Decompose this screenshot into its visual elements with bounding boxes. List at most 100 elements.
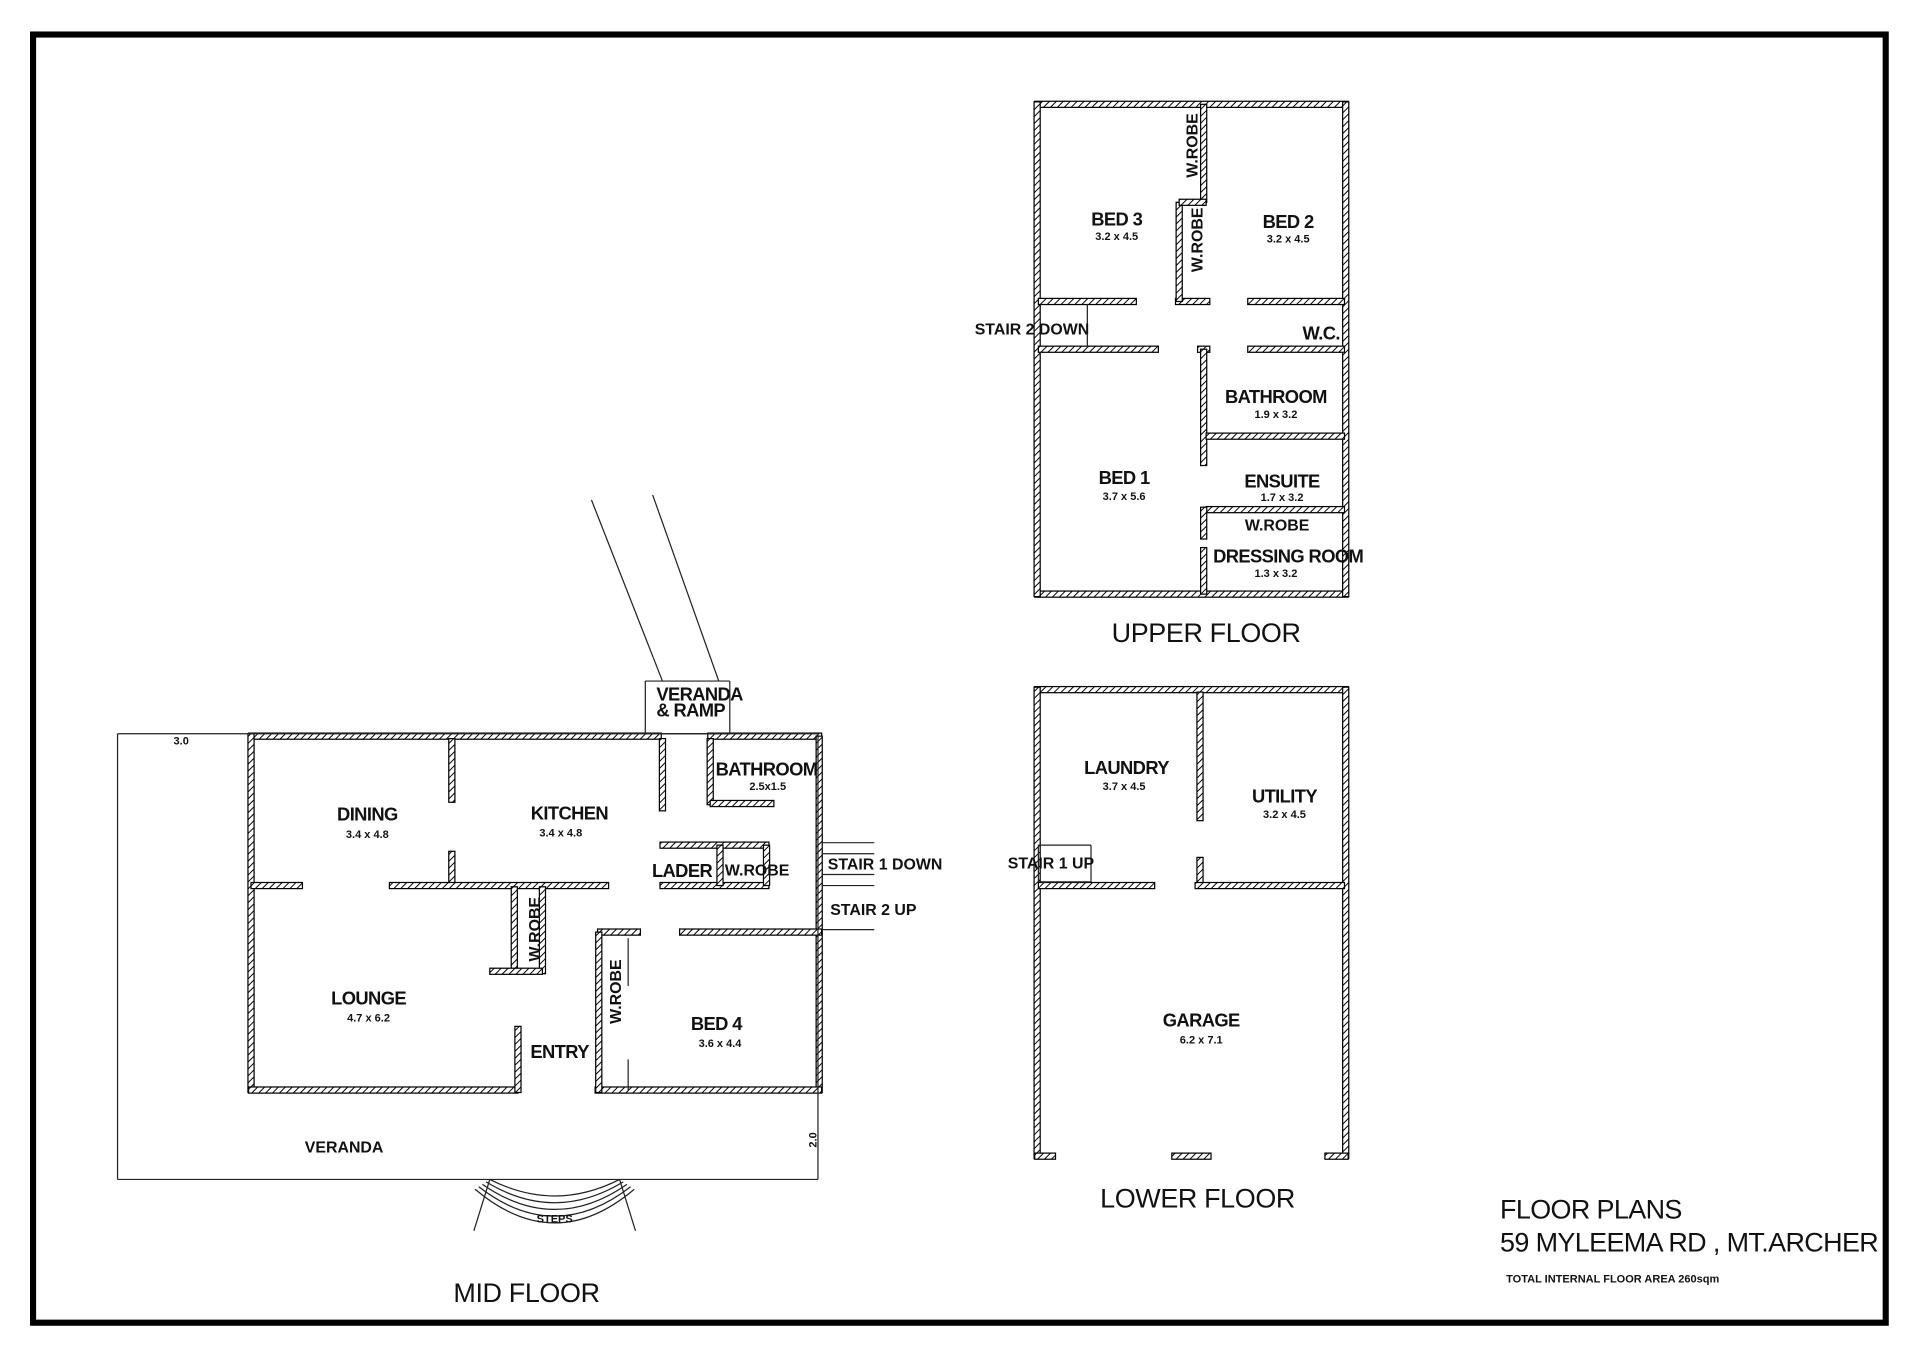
wall (1247, 345, 1346, 353)
room-label: DRESSING ROOM (1213, 545, 1363, 566)
wardrobe-label: W.ROBE (1185, 113, 1202, 178)
wardrobe-label: W.ROBE (608, 959, 625, 1024)
title-block: FLOOR PLANS 59 MYLEEMA RD , MT.ARCHER TO… (1500, 1195, 1879, 1286)
room-dimension: 3.2 x 4.5 (1263, 809, 1306, 821)
wall (716, 844, 724, 887)
room-label: BED 2 (1263, 211, 1314, 232)
wall (510, 886, 518, 975)
stair-label: STAIR 1 UP (1008, 855, 1095, 872)
drawing-line (619, 1179, 637, 1232)
step-arc (489, 1178, 620, 1197)
wall (1033, 686, 1041, 1160)
wall (1196, 856, 1204, 885)
room-dimension: 1.7 x 3.2 (1261, 492, 1304, 504)
step-arc (474, 1188, 635, 1224)
wall (1200, 348, 1208, 467)
wall (514, 1025, 522, 1094)
wall (1034, 590, 1349, 598)
step-arc (485, 1181, 624, 1204)
total-area: TOTAL INTERNAL FLOOR AREA 260sqm (1506, 1273, 1719, 1285)
wall (709, 799, 775, 808)
walls (247, 100, 1350, 1160)
room-label: BED 1 (1099, 467, 1150, 488)
wall (815, 735, 823, 1094)
room-label: LAUNDRY (1084, 757, 1169, 778)
wall (706, 738, 714, 806)
entry-label: ENTRY (530, 1041, 589, 1062)
wall (1175, 201, 1183, 303)
room-dimension: 3.4 x 4.8 (539, 828, 582, 840)
wall (1037, 345, 1159, 353)
wall (659, 841, 770, 849)
floor-title: LOWER FLOOR (1100, 1184, 1295, 1214)
sheet-title: FLOOR PLANS (1500, 1195, 1682, 1225)
wall (1037, 297, 1137, 306)
floor-title: MID FLOOR (453, 1278, 599, 1308)
wardrobe-label: W.ROBE (725, 863, 790, 880)
dimension-label: 2.0 (808, 1132, 820, 1147)
step-arc (482, 1183, 628, 1210)
room-label: BED 4 (691, 1013, 743, 1034)
mid-floor: DINING 3.4 x 4.8 KITCHEN 3.4 x 4.8 BATHR… (174, 684, 943, 1308)
veranda-label: VERANDA (305, 1139, 384, 1156)
wall (1324, 1152, 1349, 1160)
wall (762, 844, 771, 887)
room-label: BATHROOM (1225, 386, 1327, 407)
wall (595, 931, 603, 1094)
room-label: DINING (337, 804, 398, 825)
room-dimension: 3.7 x 4.5 (1103, 781, 1146, 793)
step-arc (478, 1186, 631, 1217)
room-label: BED 3 (1091, 209, 1142, 230)
steps-label: STEPS (537, 1213, 573, 1225)
thin-lines (116, 303, 1092, 1232)
room-dimension: 3.7 x 5.6 (1103, 491, 1146, 503)
wall (489, 967, 544, 975)
wall (1037, 881, 1156, 890)
room-dimension: 6.2 x 7.1 (1180, 1035, 1223, 1047)
room-label: GARAGE (1163, 1009, 1240, 1030)
veranda-ramp-label: & RAMP (656, 700, 725, 721)
wall (448, 850, 456, 885)
lader-label: LADER (652, 860, 713, 881)
wall (1178, 198, 1207, 206)
wall (1205, 505, 1346, 514)
wall (388, 881, 610, 890)
wall (1205, 432, 1346, 440)
wardrobe-label: W.ROBE (527, 897, 544, 962)
stair-label: STAIR 2 UP (830, 902, 917, 919)
drawing-line (652, 494, 720, 682)
room-dimension: 1.3 x 3.2 (1254, 568, 1297, 580)
room-label: ENSUITE (1244, 471, 1320, 492)
stair-label: STAIR 2 DOWN (975, 322, 1090, 339)
wall (1034, 100, 1349, 109)
dimension-label: 3.0 (174, 736, 189, 748)
wall (1200, 506, 1208, 540)
sheet-border (30, 31, 1889, 1326)
wall (678, 928, 823, 936)
sheet-address: 59 MYLEEMA RD , MT.ARCHER (1500, 1228, 1878, 1258)
room-dimension: 3.4 x 4.8 (346, 829, 389, 841)
wall (1034, 1152, 1057, 1160)
room-dimension: 3.2 x 4.5 (1095, 231, 1138, 243)
floor-title: UPPER FLOOR (1112, 618, 1301, 648)
wall (448, 738, 456, 803)
wall (1200, 546, 1208, 595)
wall (659, 881, 770, 890)
drawing-line (590, 499, 664, 682)
drawing-line (473, 1179, 491, 1232)
room-dimension: 1.9 x 3.2 (1254, 409, 1297, 421)
room-label: 3.2 x 4.5 (1267, 234, 1310, 246)
wall (1196, 691, 1204, 822)
room-dimension: 3.6 x 4.4 (699, 1038, 743, 1050)
room-label: KITCHEN (531, 802, 609, 823)
room-dimension: 4.7 x 6.2 (347, 1012, 390, 1024)
upper-floor: BED 3 3.2 x 4.5 BED 2 3.2 x 4.5 BATHROOM… (975, 113, 1364, 648)
wall (247, 1086, 519, 1094)
lower-floor: LAUNDRY 3.7 x 4.5 UTILITY 3.2 x 4.5 GARA… (1008, 757, 1318, 1213)
wall (1034, 685, 1349, 694)
wall (1342, 686, 1350, 1160)
wall (250, 881, 304, 890)
wall (1247, 297, 1346, 306)
room-label: UTILITY (1252, 785, 1317, 806)
